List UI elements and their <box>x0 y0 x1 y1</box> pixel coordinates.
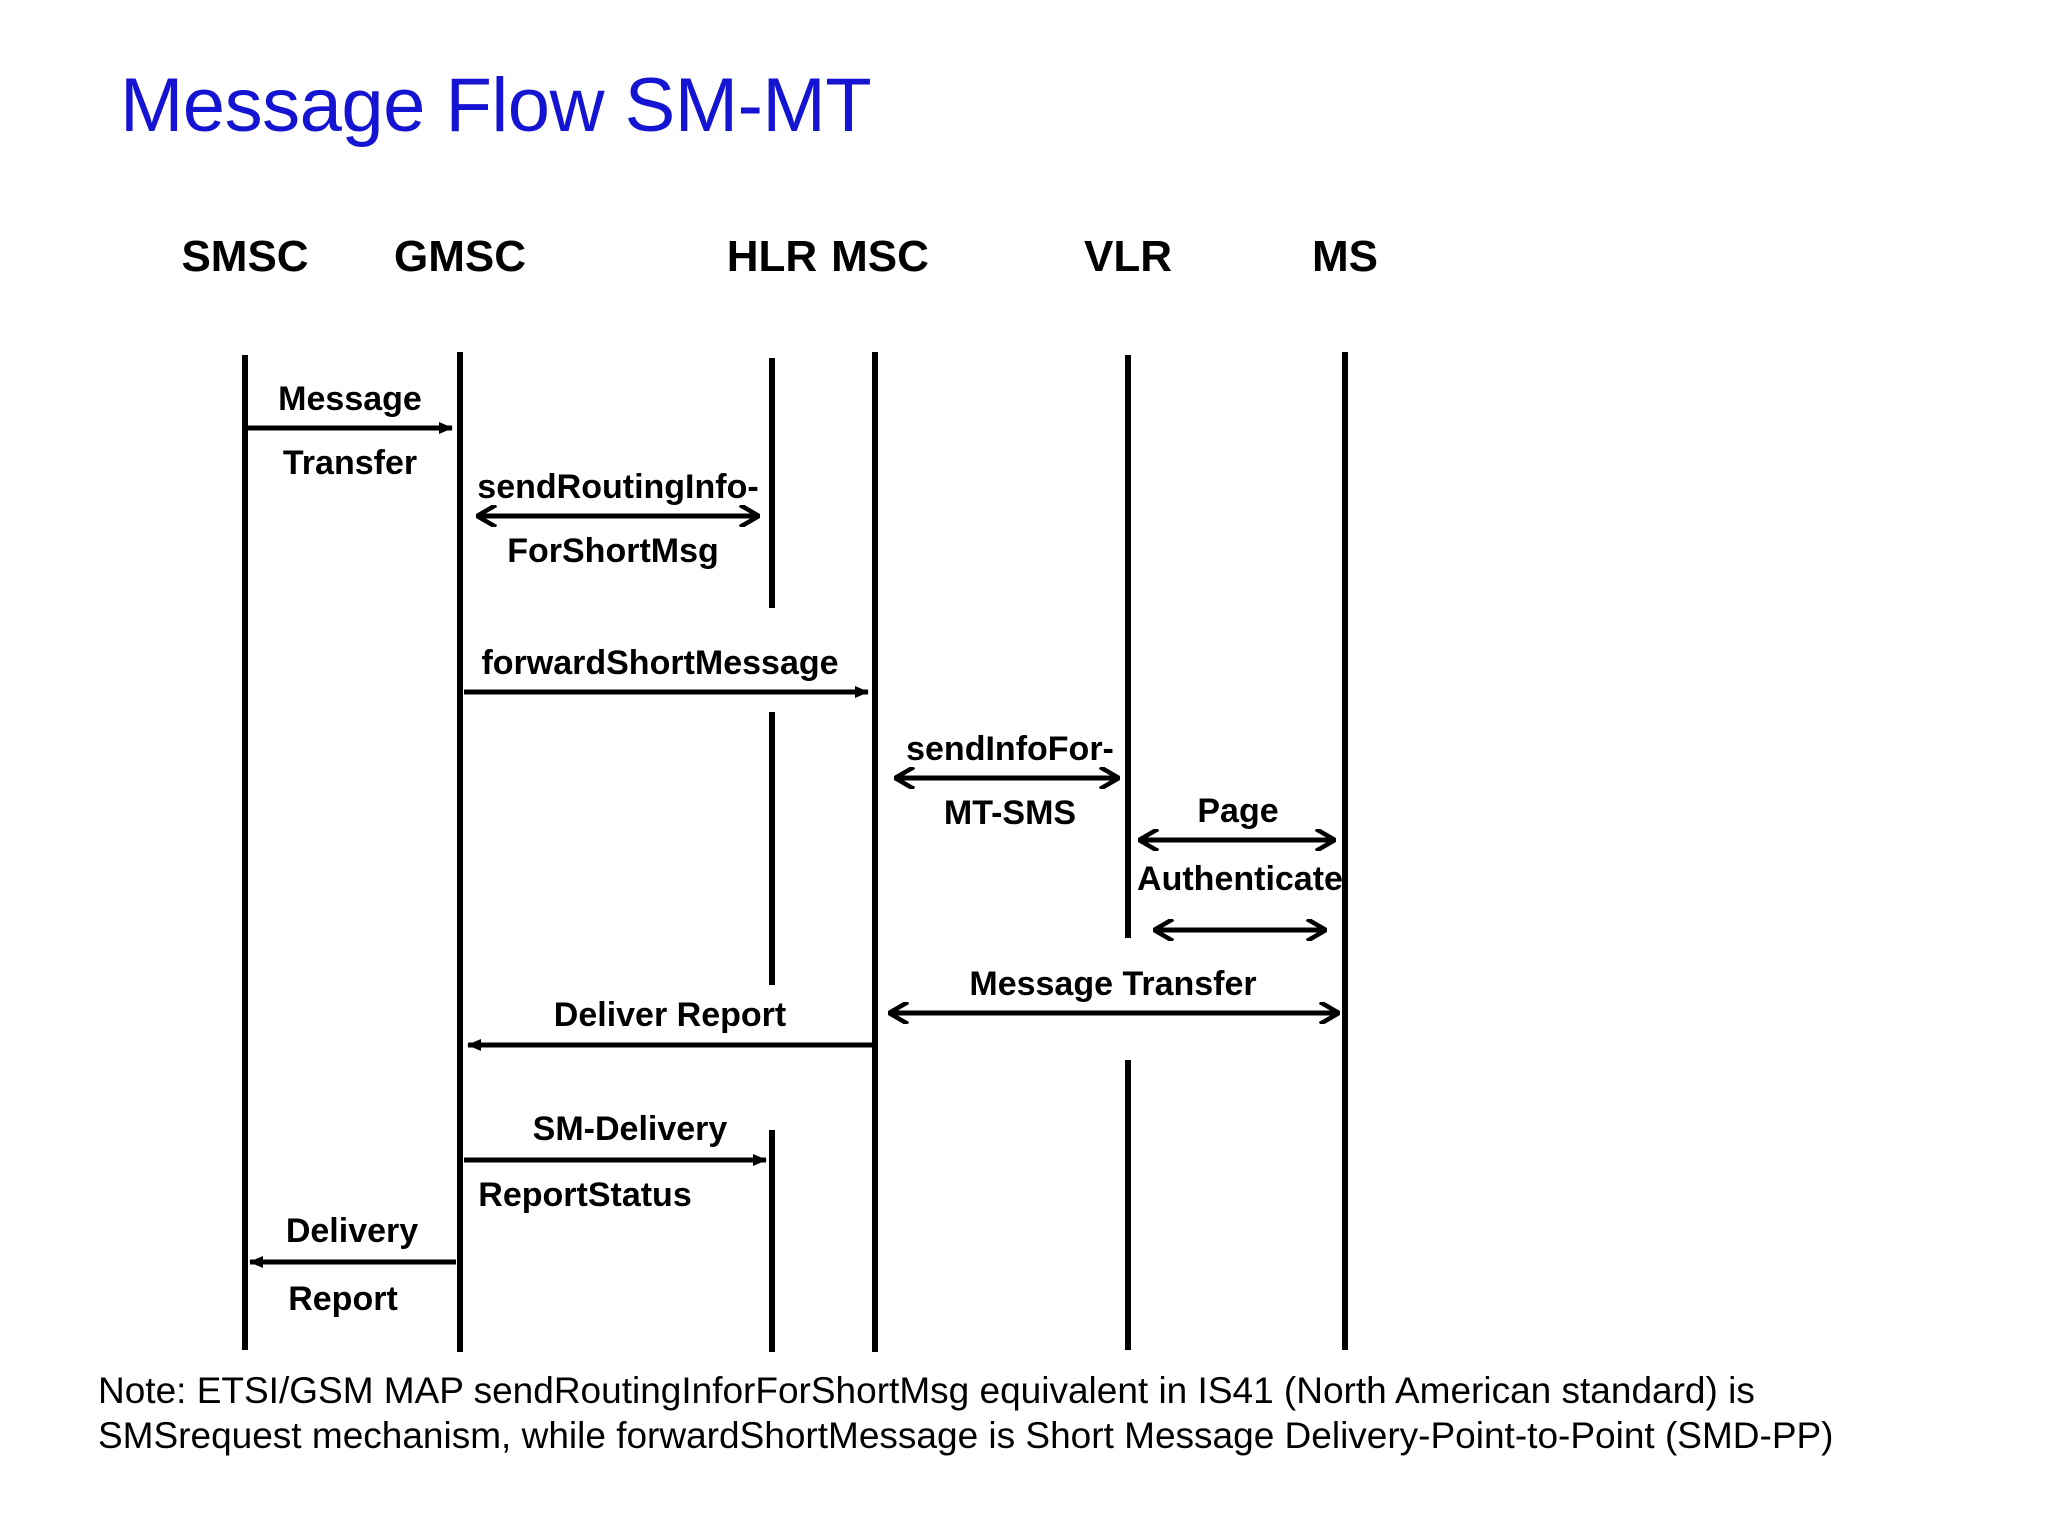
label-sm-delivery-above: SM-Delivery <box>532 1110 728 1148</box>
actor-label-smsc: SMSC <box>181 232 309 281</box>
label-forward-short-message: forwardShortMessage <box>481 644 839 682</box>
label-message-transfer-smsc-gmsc-below: Transfer <box>282 444 418 482</box>
label-authenticate: Authenticate <box>1137 860 1343 898</box>
actor-label-gmsc: GMSC <box>394 232 526 281</box>
actor-label-msc: MSC <box>831 232 929 281</box>
page-title: Message Flow SM-MT <box>120 63 872 148</box>
label-send-info-for-below: MT-SMS <box>943 794 1077 832</box>
label-send-routing-info-above: sendRoutingInfo- <box>477 468 759 506</box>
label-send-info-for-above: sendInfoFor- <box>906 730 1114 768</box>
label-message-transfer-smsc-gmsc-above: Message <box>278 380 422 418</box>
actor-label-vlr: VLR <box>1084 232 1172 281</box>
label-delivery-report-above: Delivery <box>285 1212 419 1250</box>
label-page: Page <box>1197 792 1279 830</box>
label-send-routing-info-below: ForShortMsg <box>507 532 719 570</box>
actor-label-hlr: HLR <box>726 232 818 281</box>
footer-note-line-1: Note: ETSI/GSM MAP sendRoutingInforForSh… <box>98 1370 1755 1411</box>
label-deliver-report: Deliver Report <box>553 996 787 1034</box>
actor-label-ms: MS <box>1312 232 1378 281</box>
label-sm-delivery-below: ReportStatus <box>478 1176 692 1214</box>
label-delivery-report-below: Report <box>288 1280 398 1318</box>
footer-note-line-2: SMSrequest mechanism, while forwardShort… <box>98 1415 1834 1457</box>
label-message-transfer-msc-ms: Message Transfer <box>969 965 1257 1003</box>
footer-note: Note: ETSI/GSM MAP sendRoutingInforForSh… <box>98 1368 1998 1458</box>
